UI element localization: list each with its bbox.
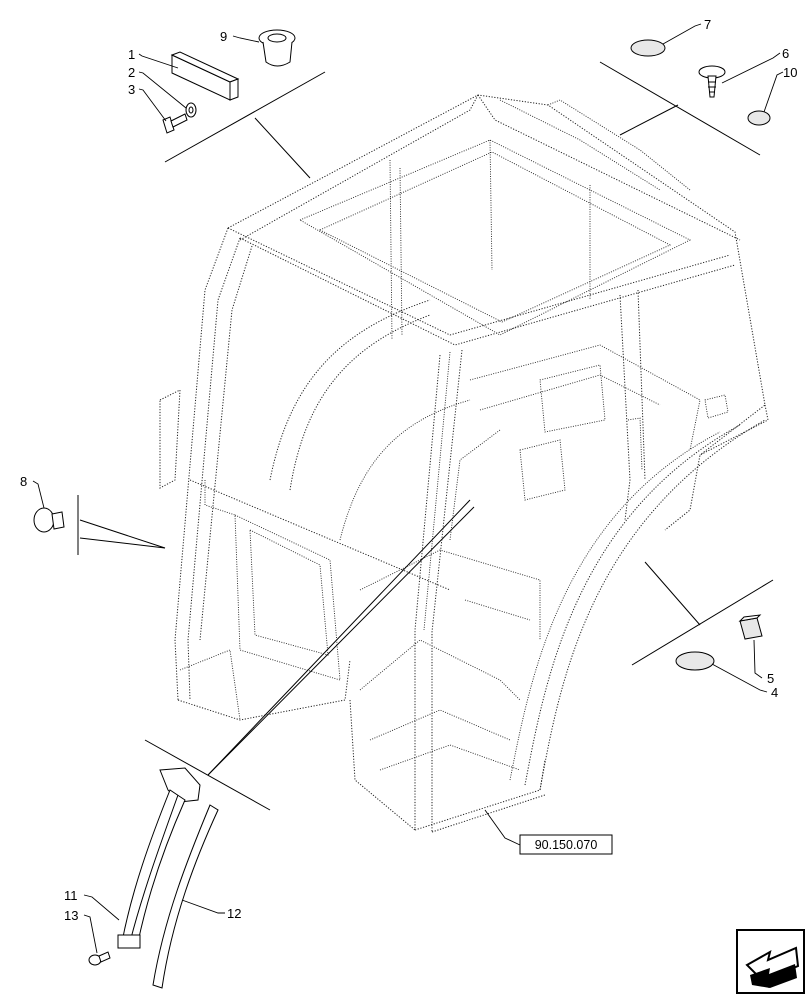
cab-frame <box>159 94 769 833</box>
part-seal-strip <box>152 804 219 989</box>
callout-9: 9 <box>220 29 227 44</box>
part-push-rivet <box>33 507 65 533</box>
reference-label[interactable]: 90.150.070 <box>535 838 598 852</box>
callout-10: 10 <box>783 65 797 80</box>
part-bolt <box>162 113 188 134</box>
callout-2: 2 <box>128 65 135 80</box>
part-washer <box>185 102 197 118</box>
part-small-cap <box>747 110 771 126</box>
exploded-view-lines <box>77 61 774 811</box>
callout-7: 7 <box>704 17 711 32</box>
part-round-plug <box>675 651 715 671</box>
callout-12-13: 13 <box>64 908 78 923</box>
arrow-icon[interactable] <box>736 929 805 994</box>
part-screw <box>88 951 111 966</box>
part-push-pin <box>698 65 726 98</box>
callout-8: 8 <box>20 474 27 489</box>
part-plug <box>258 29 296 67</box>
callout-6: 6 <box>782 46 789 61</box>
callout-labels: 1 2 3 4 5 6 7 8 9 10 11 13 12 <box>20 17 797 923</box>
part-plate <box>170 51 240 101</box>
part-square-cap <box>738 614 763 640</box>
callout-4: 4 <box>771 685 778 700</box>
callout-3: 3 <box>128 82 135 97</box>
callout-11: 11 <box>64 888 78 903</box>
part-round-cap <box>630 39 666 57</box>
reference-box[interactable]: 90.150.070 <box>519 834 613 855</box>
callout-1: 1 <box>128 47 135 62</box>
callout-12: 12 <box>227 906 241 921</box>
callout-5: 5 <box>767 671 774 686</box>
part-seal-channel <box>117 767 201 949</box>
leader-lines <box>32 23 784 954</box>
